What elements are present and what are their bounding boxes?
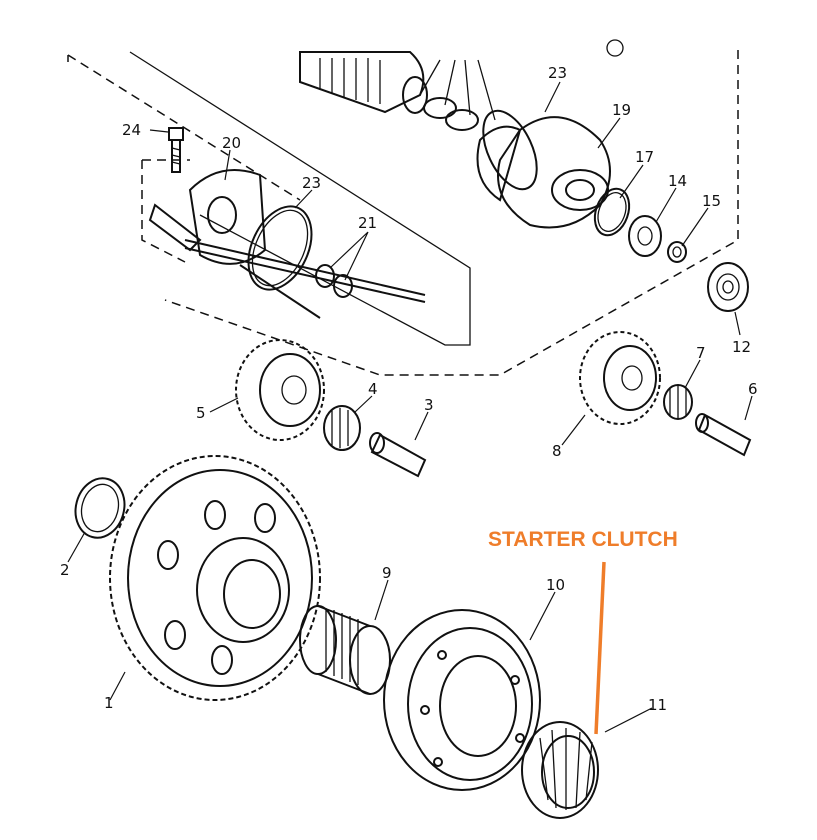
rods	[184, 239, 426, 319]
starter-motor	[299, 39, 624, 131]
starter-clutch-pointer-line	[594, 561, 606, 735]
bolt-24	[168, 127, 184, 173]
callout-4: 4	[368, 380, 378, 398]
pinion-gear-14	[628, 215, 662, 257]
washer-2	[74, 477, 126, 539]
bearing-4	[323, 405, 361, 451]
shaft-6	[695, 413, 752, 457]
callout-2: 2	[60, 561, 70, 579]
idler-gear-8	[579, 331, 661, 425]
starter-cover-19	[476, 116, 611, 229]
o-ring-17	[593, 187, 631, 237]
starter-cover-20	[148, 169, 267, 265]
callout-17: 17	[635, 148, 654, 166]
callout-5: 5	[196, 404, 206, 422]
callout-20: 20	[222, 134, 241, 152]
callout-7: 7	[696, 344, 706, 362]
callout-15: 15	[702, 192, 721, 210]
shaft-3	[369, 432, 427, 478]
callout-9: 9	[382, 564, 392, 582]
o-ring-23-top	[482, 109, 538, 191]
one-way-clutch-11	[521, 721, 599, 819]
callout-10: 10	[546, 576, 565, 594]
callout-24: 24	[122, 121, 141, 139]
starter-clutch-gear-1	[109, 455, 321, 701]
callout-11: 11	[648, 696, 667, 714]
callout-23-top: 23	[548, 64, 567, 82]
starter-clutch-label: STARTER CLUTCH	[488, 528, 678, 551]
callout-3: 3	[424, 396, 434, 414]
o-ring-23-left	[247, 205, 313, 291]
callout-6: 6	[748, 380, 758, 398]
callout-14: 14	[668, 172, 687, 190]
callout-12: 12	[732, 338, 751, 356]
needle-bearing-9	[299, 605, 391, 695]
clutch-housing-10	[383, 609, 541, 791]
callout-8: 8	[552, 442, 562, 460]
callout-23-left: 23	[302, 174, 321, 192]
bearing-7	[663, 384, 693, 420]
callout-labels: 24 20 23 21 23 19 17 14 15 12 5 4 3 8 7 …	[60, 64, 758, 714]
callout-19: 19	[612, 101, 631, 119]
callout-21: 21	[358, 214, 377, 232]
callout-1: 1	[104, 694, 114, 712]
starter-clutch-annotation: STARTER CLUTCH	[488, 528, 678, 735]
washer-15	[667, 241, 687, 263]
leader-lines	[67, 81, 753, 733]
bearing-12	[707, 262, 749, 312]
idler-gear-5	[235, 339, 325, 441]
